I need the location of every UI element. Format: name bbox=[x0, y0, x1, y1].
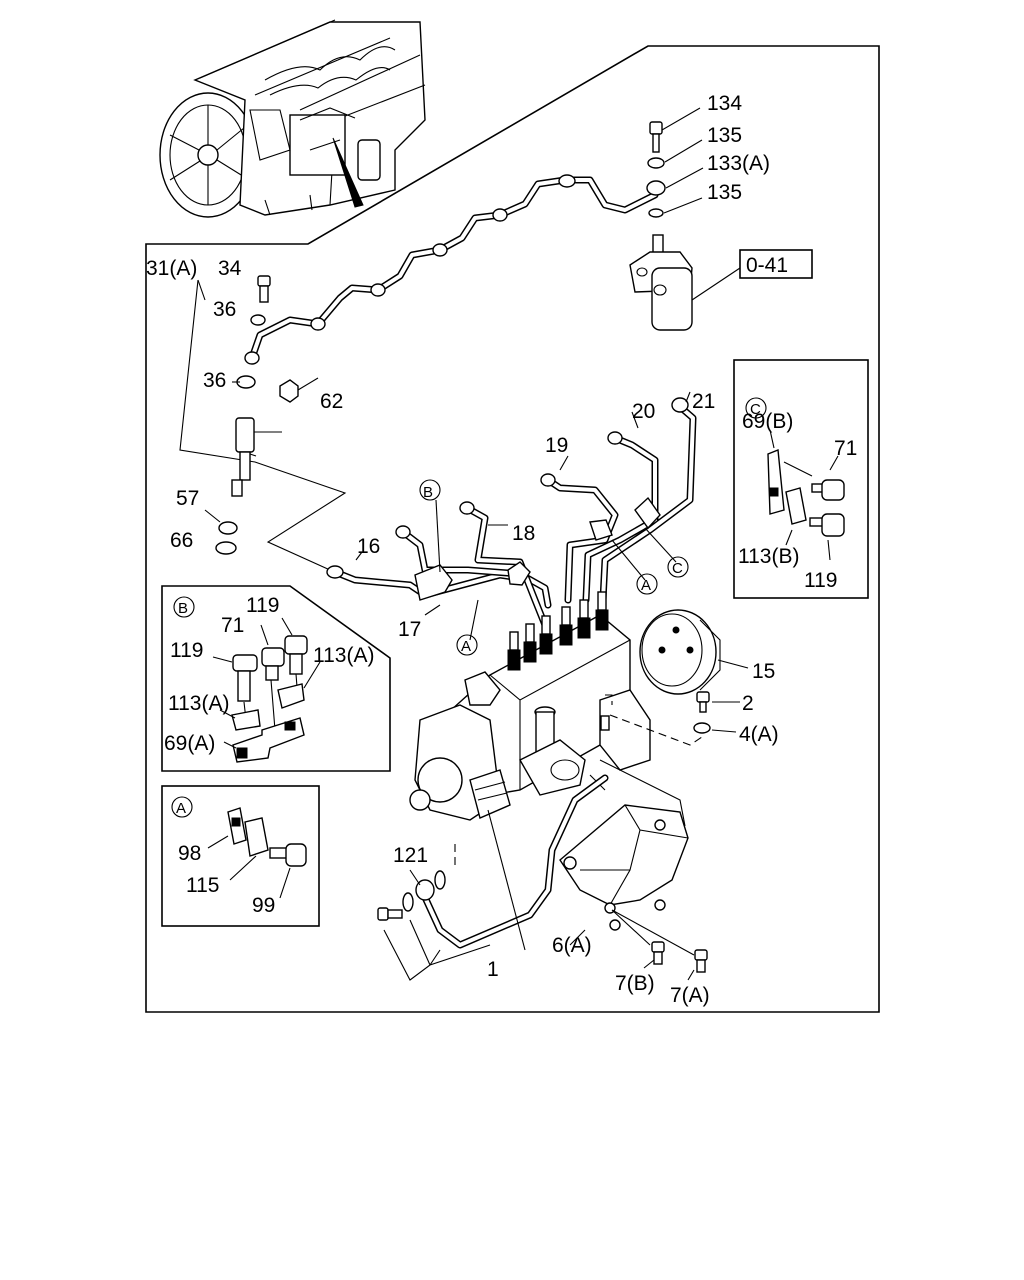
callout-34: 34 bbox=[218, 257, 242, 280]
inset-a-label-98: 98 bbox=[178, 842, 201, 865]
callout-135-lower: 135 bbox=[707, 181, 742, 204]
callout-17: 17 bbox=[398, 618, 421, 641]
banjo-bolt-stack: 134 135 133(A) 135 bbox=[646, 92, 770, 218]
inset-b-label-113a-left: 113(A) bbox=[168, 692, 229, 715]
callout-21: 21 bbox=[692, 390, 715, 413]
injection-pump bbox=[409, 591, 651, 821]
reference-0-41: 0-41 bbox=[746, 254, 788, 277]
callout-20: 20 bbox=[632, 400, 655, 423]
callout-7a: 7(A) bbox=[670, 984, 710, 1007]
callout-57: 57 bbox=[176, 487, 199, 510]
feed-pipe: 1 121 bbox=[377, 774, 609, 981]
callout-36-upper: 36 bbox=[213, 298, 236, 321]
callout-134: 134 bbox=[707, 92, 742, 115]
engine-overview-illustration bbox=[159, 19, 426, 218]
inset-a-tag: A bbox=[176, 800, 186, 817]
inset-c-label-71: 71 bbox=[834, 437, 857, 460]
inset-a-label-115: 115 bbox=[186, 874, 219, 897]
callout-16: 16 bbox=[357, 535, 380, 558]
inset-b-label-119-left: 119 bbox=[170, 639, 203, 662]
inset-c: C 69(B) 71 113(B) 119 bbox=[733, 359, 869, 599]
inset-b-label-113a-right: 113(A) bbox=[313, 644, 374, 667]
timer-unit: 15 bbox=[639, 609, 775, 695]
ref-c-marker: C bbox=[672, 560, 683, 577]
callout-19: 19 bbox=[545, 434, 568, 457]
inset-a-label-99: 99 bbox=[252, 894, 275, 917]
callout-18: 18 bbox=[512, 522, 535, 545]
callout-62: 62 bbox=[320, 390, 343, 413]
callout-36-lower: 36 bbox=[203, 369, 226, 392]
inset-c-label-113b: 113(B) bbox=[738, 545, 799, 568]
ref-a-marker-2: A bbox=[641, 577, 651, 594]
callout-121: 121 bbox=[393, 844, 428, 867]
return-fuel-pipe bbox=[244, 174, 659, 365]
ref-a-marker-1: A bbox=[461, 638, 471, 655]
inset-b: B 119 71 119 113(A) 113(A) 69(A) bbox=[161, 585, 391, 772]
inset-b-label-119-top: 119 bbox=[246, 594, 279, 617]
inset-c-tag: C bbox=[750, 401, 761, 418]
injector-assembly: 31(A) 34 36 36 62 57 66 bbox=[146, 257, 347, 571]
pump-bracket: 6(A) 7(B) 7(A) bbox=[552, 759, 710, 1007]
callout-6a: 6(A) bbox=[552, 934, 592, 957]
inset-c-label-69b: 69(B) bbox=[742, 410, 793, 433]
callout-133a: 133(A) bbox=[707, 152, 770, 175]
injection-pipes: 16 17 18 19 20 21 B A A C bbox=[326, 390, 715, 656]
callout-2: 2 bbox=[742, 692, 754, 715]
inset-b-label-69a: 69(A) bbox=[164, 732, 215, 755]
callout-135-upper: 135 bbox=[707, 124, 742, 147]
bolt-2-washer-4a: 2 4(A) bbox=[600, 691, 779, 746]
callout-1: 1 bbox=[487, 958, 499, 981]
callout-7b: 7(B) bbox=[615, 972, 655, 995]
callout-66: 66 bbox=[170, 529, 193, 552]
inset-c-label-119: 119 bbox=[804, 569, 837, 592]
fuel-filter: 0-41 bbox=[629, 234, 813, 331]
inset-a: A 98 115 99 bbox=[161, 785, 320, 927]
diagram-frame bbox=[145, 45, 880, 1013]
inset-b-label-71: 71 bbox=[221, 614, 244, 637]
delivery-valves bbox=[507, 591, 609, 671]
inset-b-tag: B bbox=[178, 600, 188, 617]
callout-15: 15 bbox=[752, 660, 775, 683]
ref-b-marker: B bbox=[423, 484, 433, 501]
callout-31a: 31(A) bbox=[146, 257, 197, 280]
callout-4a: 4(A) bbox=[739, 723, 779, 746]
reference-box-0-41 bbox=[739, 249, 813, 279]
